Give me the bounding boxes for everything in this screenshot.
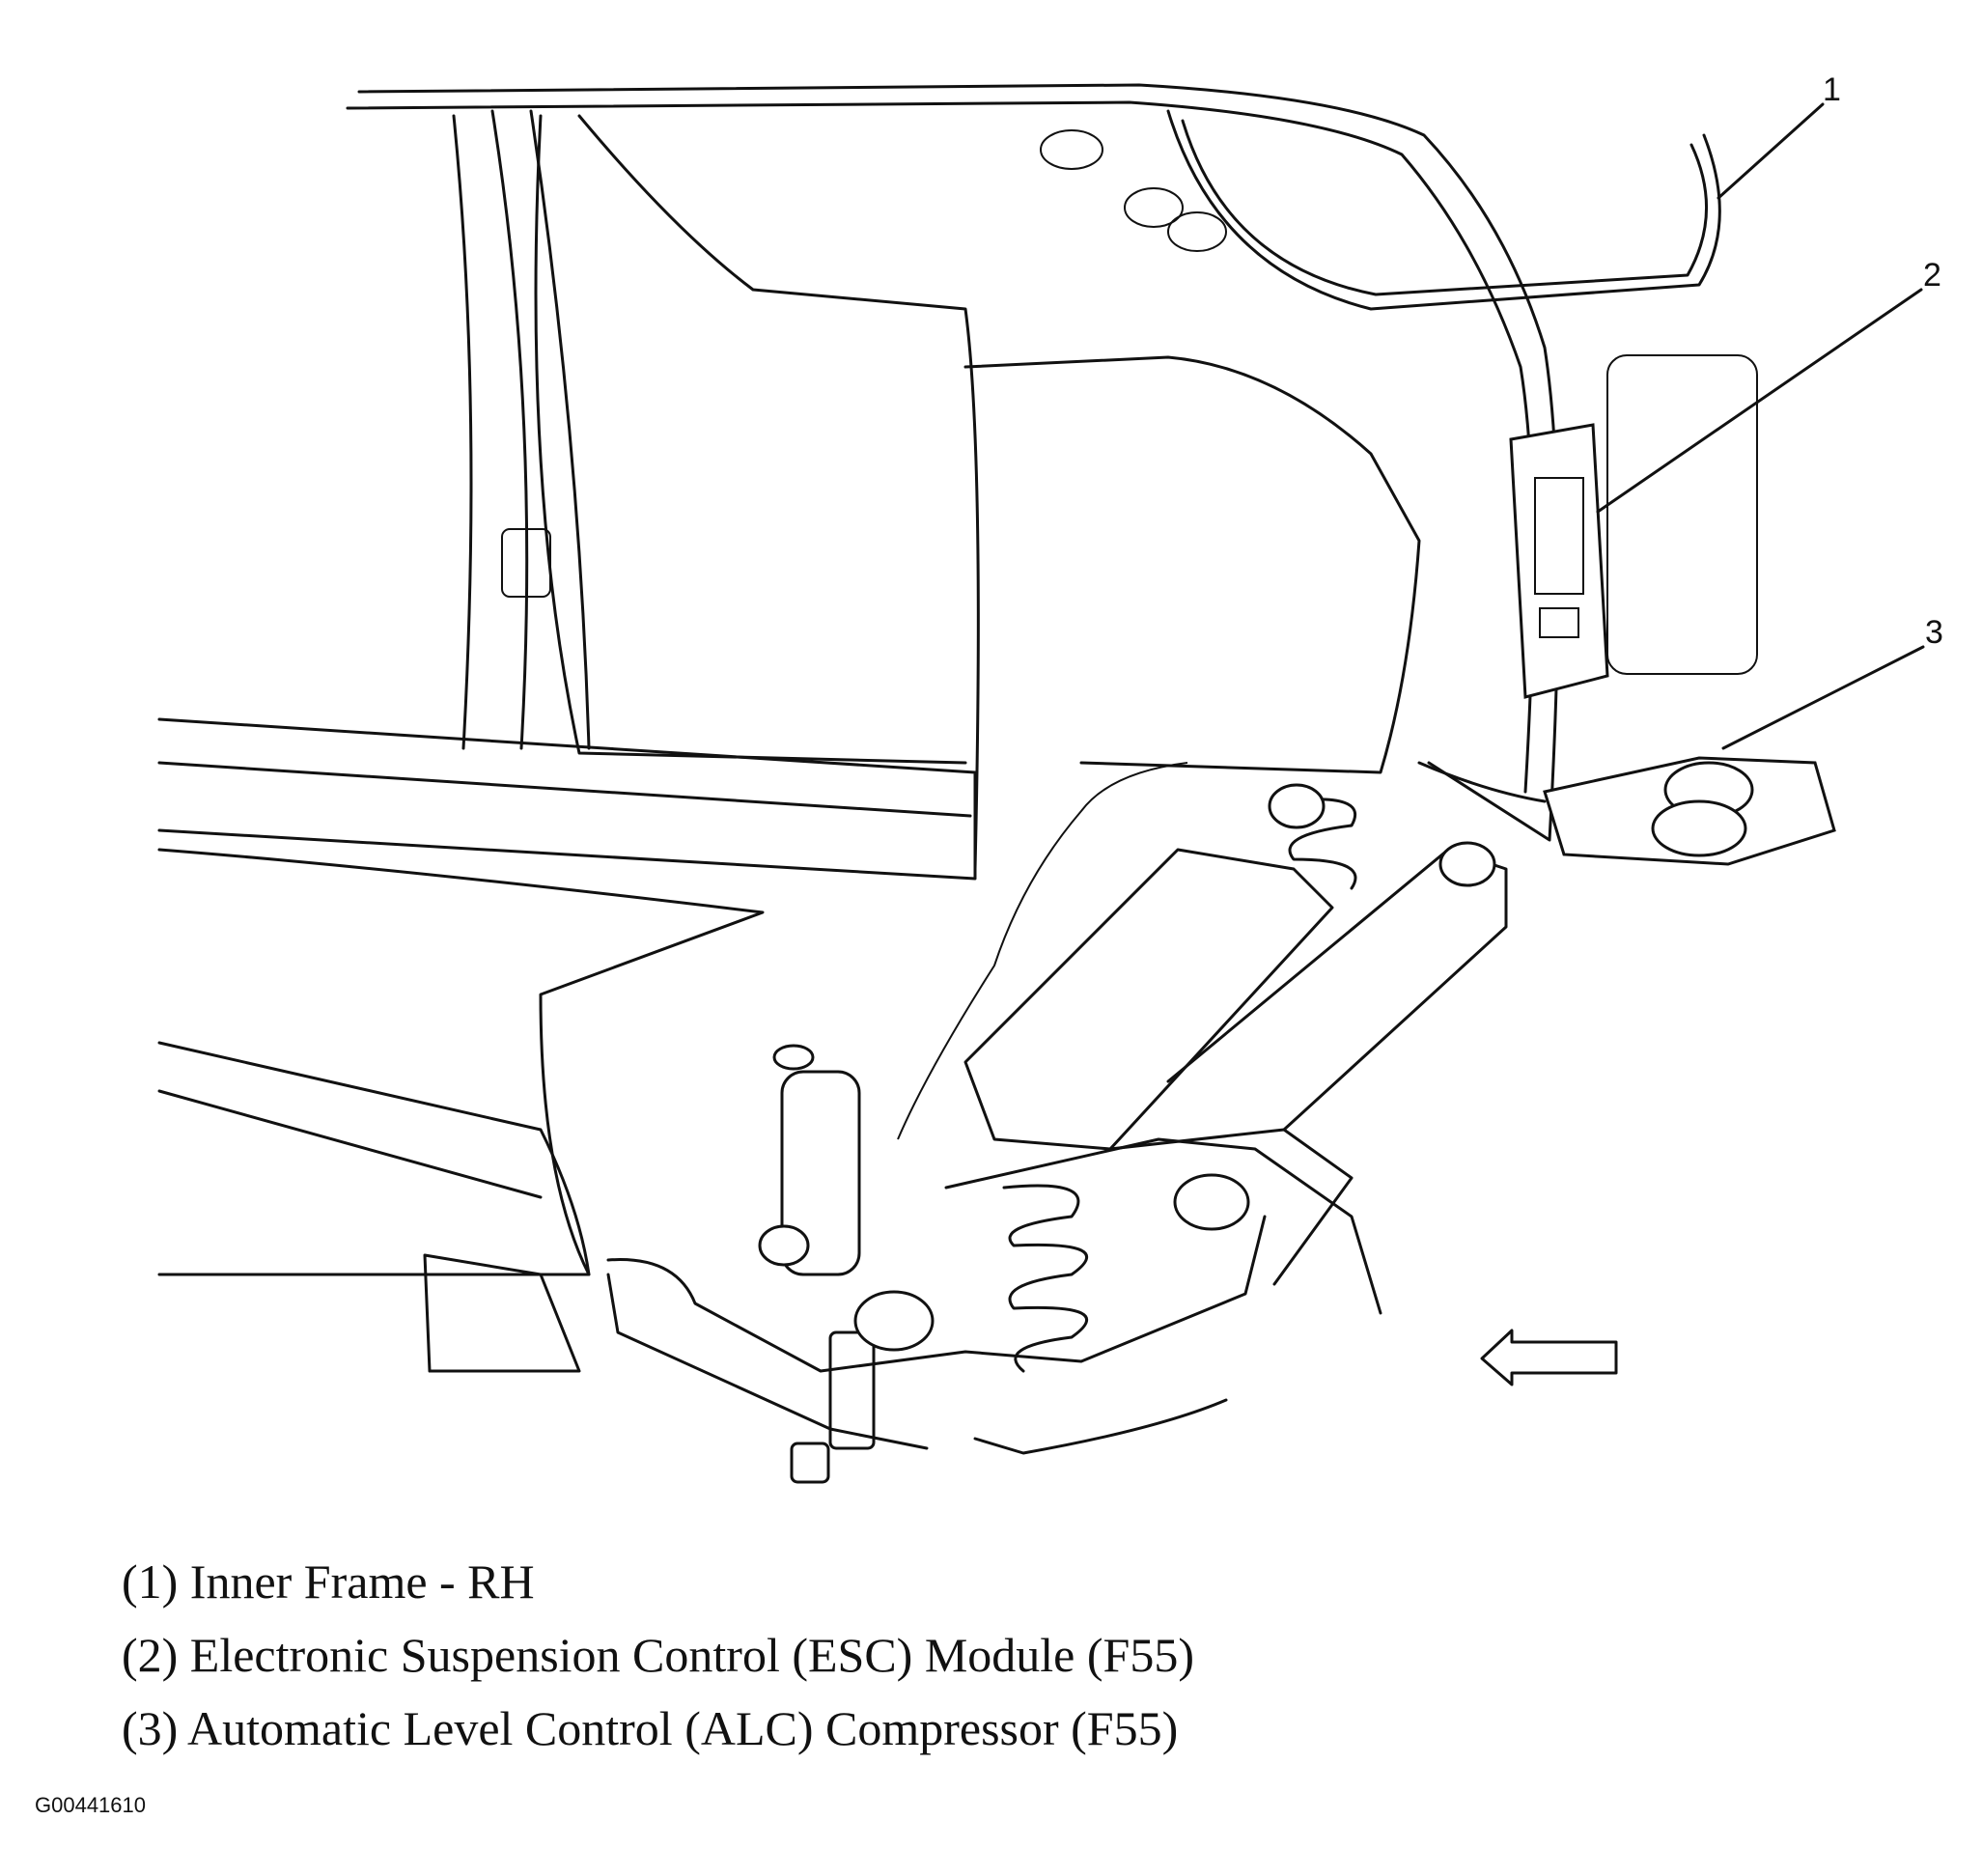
esc-module-drawing [1509,423,1609,699]
figure-id: G00441610 [35,1793,146,1817]
callout-3-number: 3 [1925,614,1943,651]
floor-pan-drawing [157,717,977,1373]
rear-suspension-drawing [606,762,1508,1484]
callout-2-number: 2 [1923,257,1941,294]
alc-compressor-drawing [1417,756,1836,866]
legend-item-esc-module: (2) Electronic Suspension Control (ESC) … [122,1628,1194,1682]
legend-item-alc-compressor: (3) Automatic Level Control (ALC) Compre… [122,1701,1179,1755]
legend-item-inner-frame: (1) Inner Frame - RH [122,1554,535,1609]
legend: (1) Inner Frame - RH (2) Electronic Susp… [122,1545,1194,1765]
forward-direction-arrow [1480,1329,1618,1386]
callout-2: 2 [1596,257,1941,514]
callout-3: 3 [1721,614,1943,750]
callout-1-number: 1 [1823,71,1841,108]
callout-1: 1 [1717,71,1841,200]
